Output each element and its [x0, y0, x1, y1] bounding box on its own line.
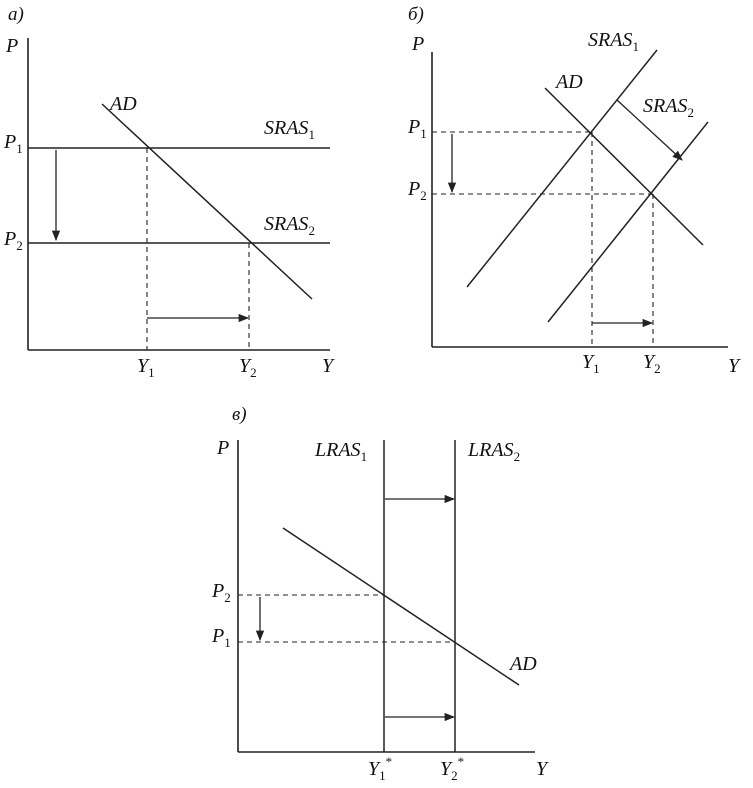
panel-c: в) P Y LRAS1 LRAS2 AD P2 P1 Y1* Y2*	[211, 404, 549, 783]
panel-b-x-axis-label: Y	[728, 355, 741, 377]
panel-b-ad-line	[544, 87, 704, 246]
panel-a-ad-line	[101, 103, 313, 300]
panel-b-y1-label: Y1	[582, 351, 600, 376]
panel-c-p2-label: P2	[211, 580, 231, 605]
panel-b-p1-label: P1	[407, 116, 427, 141]
panel-a-sras2-label: SRAS2	[264, 213, 315, 238]
panel-b: б) P Y AD SRAS1 SRAS2 P1 P2 Y1 Y2	[407, 4, 741, 377]
panel-b-sras1-label: SRAS1	[588, 29, 639, 54]
panel-c-p1-label: P1	[211, 625, 231, 650]
panel-b-sras2-label: SRAS2	[643, 95, 694, 120]
panel-c-ad-label: AD	[508, 653, 537, 675]
panel-c-lras2-label: LRAS2	[467, 439, 520, 464]
panel-b-letter: б)	[408, 4, 424, 25]
panel-a-x-axis-label: Y	[322, 355, 335, 377]
panel-b-y-axis-label: P	[411, 33, 424, 55]
panel-b-sras2-line	[547, 121, 709, 323]
panel-a-p2-label: P2	[3, 228, 23, 253]
panel-c-x-axis-label: Y	[536, 758, 549, 780]
panel-c-letter: в)	[232, 404, 247, 425]
panel-a-y1-label: Y1	[137, 355, 155, 380]
panel-c-ad-line	[282, 527, 520, 686]
panel-b-ad-label: AD	[554, 71, 583, 93]
panel-a-sras1-label: SRAS1	[264, 117, 315, 142]
panel-c-y2-label: Y2*	[440, 754, 464, 783]
panel-a-ad-label: AD	[108, 93, 137, 115]
panel-c-y1-label: Y1*	[368, 754, 392, 783]
panel-a: а) P Y AD SRAS1 SRAS2 P1 P2 Y1 Y2	[3, 4, 335, 380]
panel-a-letter: а)	[8, 4, 24, 25]
panel-a-y-axis-label: P	[5, 35, 18, 57]
panel-a-p1-label: P1	[3, 131, 23, 156]
panel-b-sras1-line	[466, 49, 658, 288]
panel-c-y-axis-label: P	[216, 437, 229, 459]
panel-b-y2-label: Y2	[643, 351, 661, 376]
panel-b-p2-label: P2	[407, 178, 427, 203]
panel-b-supply-shift-arrow	[616, 99, 683, 161]
panel-c-lras1-label: LRAS1	[314, 439, 367, 464]
panel-a-y2-label: Y2	[239, 355, 257, 380]
